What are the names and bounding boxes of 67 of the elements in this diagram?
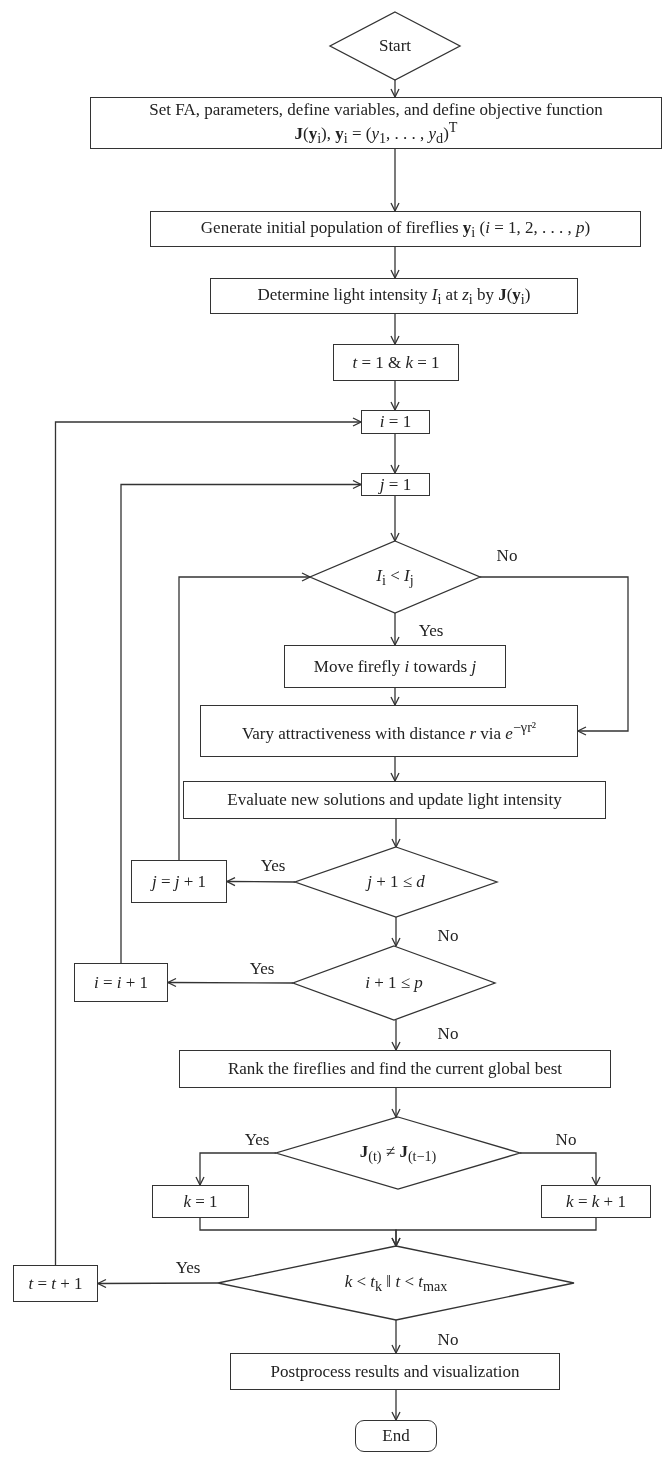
arrow — [391, 818, 401, 848]
step-text: Postprocess results and visualization — [270, 1361, 520, 1382]
step-text: End — [382, 1426, 410, 1446]
condition-text: j + 1 ≤ d — [367, 872, 425, 892]
process-box — [200, 705, 578, 757]
arrow — [167, 977, 294, 988]
step-text: Move firefly i towards j — [313, 656, 477, 677]
process-box — [230, 1353, 560, 1390]
process-box — [210, 278, 578, 314]
step-text: i = i + 1 — [93, 972, 149, 993]
arrow — [390, 313, 400, 345]
step-text: j = j + 1 — [151, 871, 207, 892]
step-text: i = 1 — [379, 412, 412, 432]
arrow — [391, 916, 401, 947]
arrow — [391, 1389, 401, 1421]
step-text: k = 1 — [183, 1191, 218, 1212]
process-box — [361, 410, 430, 434]
arrow — [390, 612, 400, 646]
arrow — [178, 572, 311, 861]
arrow — [390, 756, 400, 782]
condition-text: k < t$_{k}$ ‖ t < t$_{max}$ — [344, 1271, 448, 1295]
arrow — [97, 1278, 219, 1289]
arrow — [195, 1152, 277, 1186]
arrow — [390, 687, 400, 706]
process-box — [131, 860, 227, 903]
process-box — [333, 344, 459, 381]
process-box — [179, 1050, 611, 1088]
process-box — [13, 1265, 98, 1302]
arrow — [391, 1217, 597, 1247]
arrow — [390, 495, 400, 542]
process-box — [152, 1185, 249, 1218]
step-text: j = 1 — [379, 474, 412, 495]
arrow — [54, 417, 362, 1266]
arrow — [479, 576, 629, 736]
arrow — [390, 433, 400, 474]
arrow — [390, 79, 400, 98]
step-text: k = k + 1 — [566, 1191, 626, 1212]
arrow — [391, 1319, 401, 1354]
step-text: Vary attractiveness with distance r via e$^{−γr²}$ — [241, 718, 537, 744]
process-box — [541, 1185, 651, 1218]
step-text: Set FA, parameters, define variables, and define objective function — [149, 99, 603, 120]
process-box — [150, 211, 641, 247]
condition-text: i + 1 ≤ p — [365, 973, 423, 993]
terminal-box — [355, 1420, 437, 1452]
arrow — [390, 148, 400, 212]
arrow — [390, 380, 400, 411]
arrow — [120, 479, 362, 964]
arrow — [226, 876, 296, 887]
arrow — [390, 246, 400, 279]
process-box — [74, 963, 168, 1002]
condition-text: Start — [378, 36, 412, 56]
condition-text: J$_{(t)}$ ≠ J$_{(t−1)}$ — [359, 1141, 437, 1165]
arrow — [391, 1019, 401, 1051]
step-text: Generate initial population of fireflies y$_{i}$ (i = 1, 2, . . . , p) — [200, 217, 591, 241]
process-box — [183, 781, 606, 819]
step-text: J(y$_{i}$), y$_{i}$ = (y$_{1}$, . . . , y$_{d}$)$^{T}$ — [294, 119, 458, 147]
arrow — [519, 1152, 601, 1186]
process-box — [361, 473, 430, 496]
step-text: t = t + 1 — [28, 1273, 83, 1294]
step-text: t = 1 & k = 1 — [352, 352, 440, 373]
step-text: Evaluate new solutions and update light intensity — [227, 790, 562, 810]
condition-text: I$_{i}$ < I$_{j}$ — [376, 565, 414, 589]
process-box — [284, 645, 506, 688]
step-text: Determine light intensity I$_{i}$ at z$_{i}$ by J(y$_{i}$) — [257, 284, 531, 308]
arrow — [391, 1087, 401, 1118]
step-text: Rank the fireflies and find the current global best — [227, 1059, 563, 1079]
process-box — [90, 97, 662, 149]
